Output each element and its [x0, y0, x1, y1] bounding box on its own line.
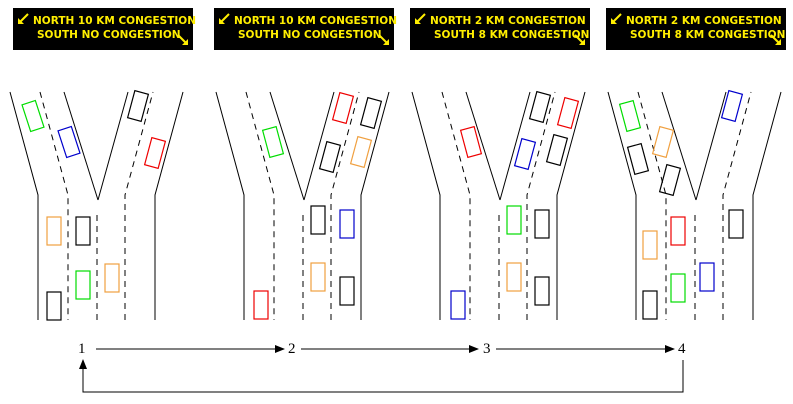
car-black — [534, 209, 550, 239]
arrow-4-back-to-1 — [79, 359, 684, 393]
car-green — [506, 205, 522, 235]
car-green — [21, 99, 45, 133]
car-black — [534, 276, 550, 306]
car-green — [670, 273, 686, 303]
cars-panel-4 — [618, 89, 744, 320]
cars-panel-2 — [253, 91, 383, 320]
car-red — [670, 216, 686, 246]
road-junction-3 — [411, 91, 586, 320]
car-blue — [720, 89, 744, 123]
car-black — [339, 276, 355, 306]
car-green — [75, 270, 91, 300]
road-edge — [695, 91, 727, 201]
arrow-northwest-icon — [611, 13, 622, 24]
road-junction-1 — [9, 91, 184, 320]
car-blue — [513, 137, 537, 171]
lane-marking — [39, 91, 69, 320]
car-blue — [57, 125, 81, 159]
road-edge — [607, 91, 637, 320]
car-blue — [450, 290, 466, 320]
road-edge — [411, 91, 441, 320]
car-red — [556, 96, 580, 130]
congestion-sign-4: NORTH 2 KM CONGESTION SOUTH 8 KM CONGEST… — [606, 8, 786, 50]
cars-panel-3 — [450, 90, 580, 320]
congestion-sign-2: NORTH 10 KM CONGESTION SOUTH NO CONGESTI… — [214, 8, 397, 50]
sign-line-north: NORTH 10 KM CONGESTION — [33, 15, 196, 27]
car-blue — [339, 209, 355, 239]
lane-marking — [441, 91, 471, 320]
arrow-northwest-icon — [18, 13, 29, 24]
car-black — [75, 216, 91, 246]
car-orange — [104, 263, 120, 293]
car-red — [459, 125, 483, 159]
arrow-northwest-icon — [415, 13, 426, 24]
road-edge — [465, 91, 501, 201]
congestion-sign-3: NORTH 2 KM CONGESTION SOUTH 8 KM CONGEST… — [410, 8, 590, 50]
car-black — [528, 90, 552, 124]
car-black — [126, 89, 150, 123]
road-edge — [154, 91, 184, 320]
cycle-arrows — [79, 345, 684, 393]
lane-marking — [637, 91, 667, 320]
cars-panel-1 — [21, 89, 167, 321]
car-orange — [642, 230, 658, 260]
car-orange — [310, 262, 326, 292]
car-black — [359, 96, 383, 130]
sign-line-north: NORTH 2 KM CONGESTION — [626, 15, 782, 27]
road-edge — [360, 91, 390, 320]
road-edge — [499, 91, 531, 201]
sign-line-south: SOUTH NO CONGESTION — [37, 29, 181, 41]
lane-marking — [722, 91, 752, 320]
sign-line-north: NORTH 10 KM CONGESTION — [234, 15, 397, 27]
road-junction-4 — [607, 91, 782, 320]
road-edge — [556, 91, 586, 320]
car-black — [545, 133, 569, 167]
congestion-sign-1: NORTH 10 KM CONGESTION SOUTH NO CONGESTI… — [13, 8, 196, 50]
arrow-northwest-icon — [219, 13, 230, 24]
road-edge — [303, 91, 335, 201]
arrow-southeast-icon — [378, 34, 389, 45]
sign-line-north: NORTH 2 KM CONGESTION — [430, 15, 586, 27]
car-black — [642, 290, 658, 320]
car-black — [728, 209, 744, 239]
arrow-southeast-icon — [177, 34, 188, 45]
road-junction-2 — [215, 91, 390, 320]
step-label-3: 3 — [483, 341, 491, 357]
step-label-1: 1 — [78, 341, 86, 357]
car-orange — [46, 216, 62, 246]
road-edge — [63, 91, 99, 201]
lane-marking — [245, 91, 275, 320]
sign-line-south: SOUTH NO CONGESTION — [238, 29, 382, 41]
road-edge — [215, 91, 245, 320]
road-edge — [9, 91, 39, 320]
car-red — [143, 136, 167, 170]
car-black — [310, 205, 326, 235]
road-edge — [661, 91, 697, 201]
car-black — [46, 291, 62, 321]
arrow-southeast-icon — [574, 34, 585, 45]
car-black — [318, 140, 342, 174]
car-orange — [506, 262, 522, 292]
road-edge — [97, 91, 129, 201]
road-edge — [269, 91, 305, 201]
arrow-southeast-icon — [770, 34, 781, 45]
sign-line-south: SOUTH 8 KM CONGESTION — [434, 29, 590, 41]
step-label-4: 4 — [678, 341, 686, 357]
car-black — [658, 163, 682, 197]
road-edge — [752, 91, 782, 320]
car-red — [331, 91, 355, 125]
step-label-2: 2 — [288, 341, 296, 357]
car-green — [618, 99, 642, 133]
car-orange — [651, 125, 675, 159]
car-black — [626, 142, 650, 176]
lane-marking — [124, 91, 154, 320]
car-red — [253, 290, 269, 320]
car-orange — [349, 135, 373, 169]
car-blue — [699, 262, 715, 292]
lane-marking — [526, 91, 556, 320]
sign-line-south: SOUTH 8 KM CONGESTION — [630, 29, 786, 41]
lane-marking — [330, 91, 360, 320]
car-green — [261, 125, 285, 159]
